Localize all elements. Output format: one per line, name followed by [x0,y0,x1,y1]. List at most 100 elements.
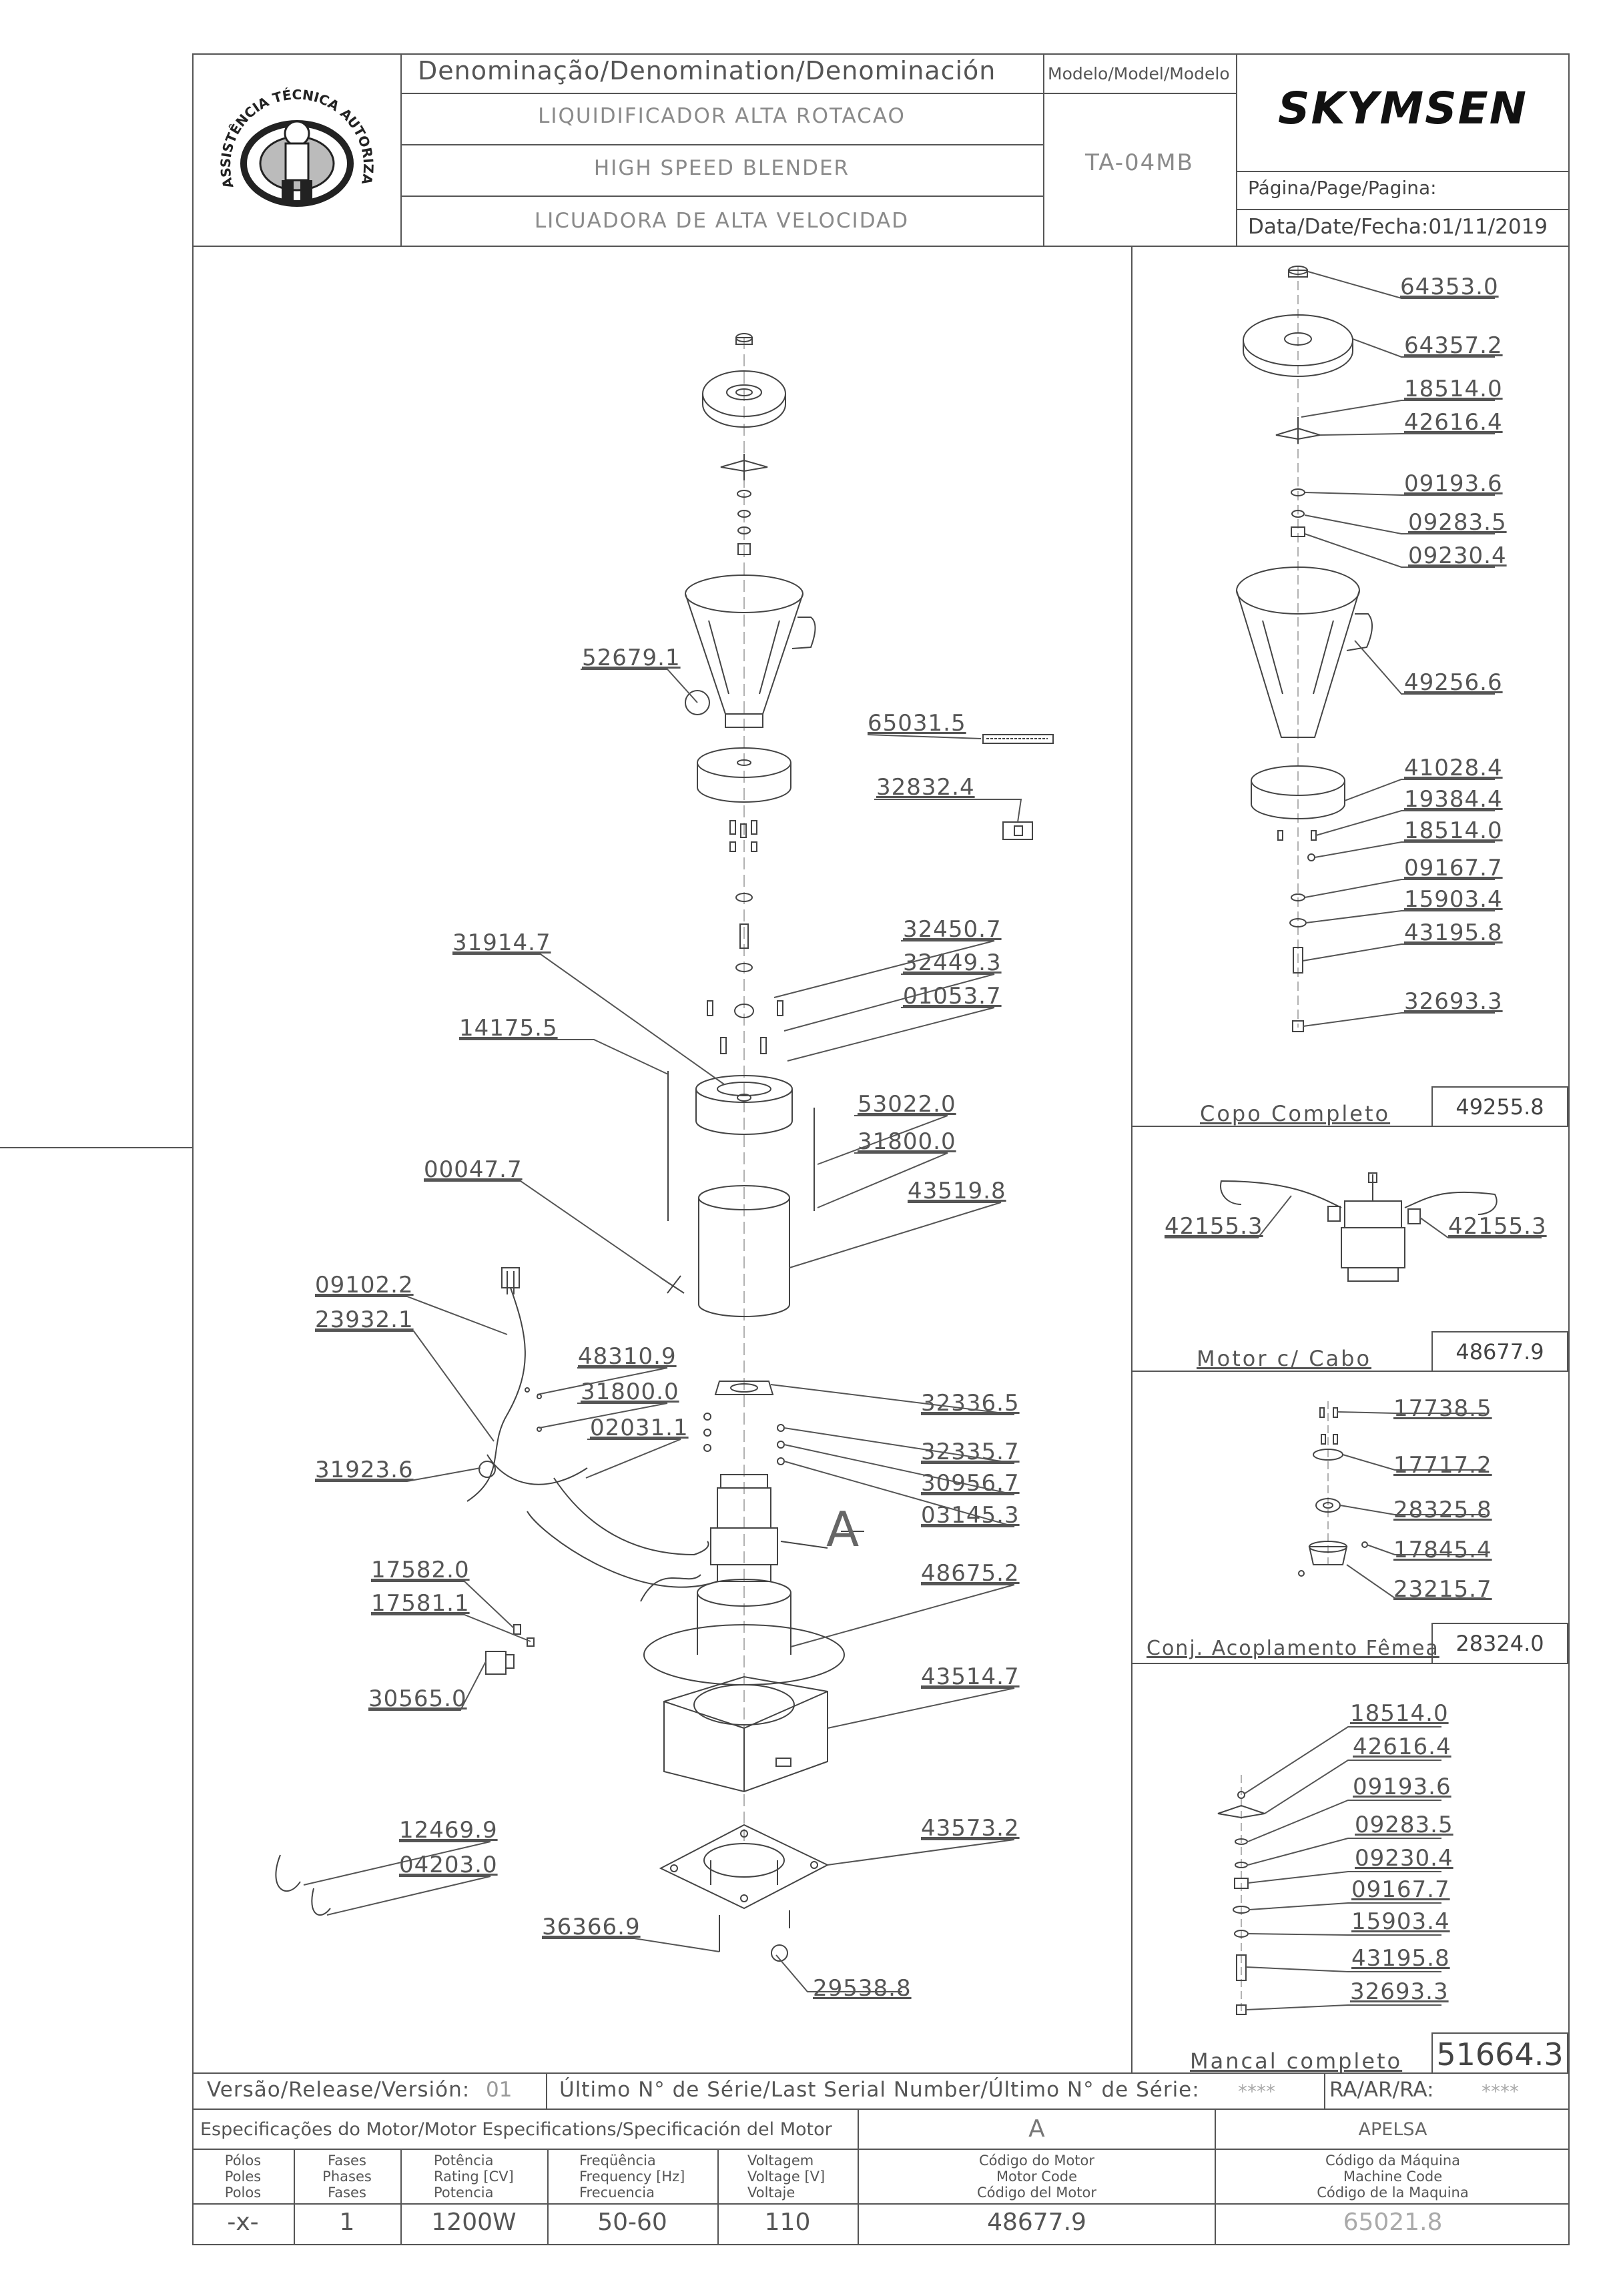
part-label: 01053.7 [903,983,1002,1010]
part-label: 00047.7 [424,1156,523,1183]
motor-drawing [710,1474,864,1582]
col-poles-es: Polos [224,2185,262,2201]
motor-title: Motor c/ Cabo [1197,1346,1372,1371]
coupling-title: Conj. Acoplamento Fêmea [1147,1637,1439,1660]
coupling-part-label: 23215.7 [1393,1576,1492,1603]
part-label: 29538.8 [813,1975,912,2002]
part-label: 65031.5 [868,710,966,737]
part-label: 09102.2 [315,1272,414,1298]
motor-spec-apelsa: APELSA [1358,2119,1427,2140]
name-pt: LIQUIDIFICADOR ALTA ROTACAO [538,104,906,128]
header-hline-2 [400,144,1043,145]
col-machine-code-es: Código de la Maquina [1317,2185,1469,2201]
col-volt-es: Voltaje [747,2185,795,2201]
part-label: 32336.5 [921,1390,1020,1417]
mancal-part-label: 18514.0 [1350,1700,1449,1727]
cup-drawing [685,575,816,728]
version-label: Versão/Release/Versión: [207,2078,470,2102]
brand-logo: SKYMSEN [1277,83,1528,134]
part-label: 43519.8 [908,1178,1006,1204]
lid-drawing [702,370,786,428]
copo-code-box [1431,1086,1568,1126]
header-vline-2 [1043,53,1044,247]
marker-a-label: A [826,1501,860,1557]
switch-parts-drawing [485,1624,535,1675]
base-housing-drawing [663,1675,828,1793]
copo-code: 49255.8 [1455,1094,1544,1120]
col-motor-code-es: Código del Motor [977,2185,1096,2201]
part-label: 48310.9 [578,1343,677,1370]
date-label: Data/Date/Fecha: [1248,215,1429,239]
version-value: 01 [486,2078,513,2102]
part-label: 02031.1 [590,1415,689,1441]
copo-part-label: 18514.0 [1404,817,1503,844]
motor-cable-label-right: 42155.3 [1448,1213,1547,1240]
col-motor-code-pt: Código do Motor [978,2153,1095,2169]
col-machine-code-en: Machine Code [1343,2169,1443,2185]
header-hline-5 [1236,209,1570,210]
copo-part-label: 09193.6 [1404,470,1503,497]
part-label: 31800.0 [858,1128,956,1155]
motor-bottom-line [1131,1371,1570,1372]
date-value: 01/11/2019 [1428,215,1548,239]
copo-part-label: 09283.5 [1408,509,1507,536]
denomination-label: Denominação/Denomination/Denominación [418,56,996,85]
coupling-part-label: 28325.8 [1393,1497,1492,1523]
coupling-part-label: 17717.2 [1393,1452,1492,1479]
col-poles-pt: Pólos [224,2153,262,2169]
part-label: 23932.1 [315,1306,414,1333]
part-label: 52679.1 [582,645,681,671]
copo-part-label: 41028.4 [1404,755,1503,781]
footer-vline-b [1324,2072,1325,2110]
part-label: 30956.7 [921,1470,1020,1497]
col-volt-en: Voltage [V] [747,2169,826,2185]
motor-cable-label-left: 42155.3 [1165,1213,1263,1240]
col-volt-pt: Voltagem [747,2153,814,2169]
col-freq-pt: Freqüência [579,2153,656,2169]
mancal-part-label: 09230.4 [1355,1845,1453,1872]
copo-title: Copo Completo [1200,1101,1391,1126]
footer-vline-f [400,2149,402,2245]
ra-value: **** [1482,2080,1519,2102]
col-motor-code: Código do Motor Motor Code Código del Mo… [859,2153,1215,2201]
motor-spec-label: Especificações do Motor/Motor Especifica… [200,2119,832,2140]
page-label: Página/Page/Pagina: [1248,177,1437,199]
power-cord-drawing [466,1267,718,1602]
copo-part-label: 49256.6 [1404,669,1503,696]
mancal-code-box [1431,2032,1568,2074]
coupling-part-label: 17738.5 [1393,1395,1492,1422]
mancal-part-label: 32693.3 [1350,1978,1449,2005]
val-machine-code: 65021.8 [1343,2209,1443,2236]
part-label: 14175.5 [459,1015,558,1042]
part-label: 53022.0 [858,1091,956,1118]
copo-part-label: 15903.4 [1404,886,1503,913]
col-freq-es: Frecuencia [579,2185,655,2201]
cup-base-drawing [697,747,791,803]
part-label: 32335.7 [921,1439,1020,1465]
header-vline-1 [400,53,402,247]
footer-vline-e [294,2149,295,2245]
col-machine-code-pt: Código da Máquina [1325,2153,1461,2169]
header-hline-3 [400,196,1043,197]
col-power-pt: Potência [434,2153,494,2169]
footer-vline-a [546,2072,547,2110]
ra-label: RA/AR/RA: [1329,2078,1434,2102]
col-power: Potência Rating [CV] Potencia [434,2153,514,2201]
copo-bottom-line [1131,1126,1570,1127]
mancal-part-label: 42616.4 [1353,1734,1451,1760]
part-label: 17581.1 [371,1590,470,1617]
header-bottom-line [192,246,1570,247]
authorized-service-logo: ASSISTÊNCIA TÉCNICA AUTORIZADA [202,61,387,234]
copo-part-label: 64353.0 [1400,274,1499,300]
name-en: HIGH SPEED BLENDER [593,156,850,180]
part-label: 12469.9 [399,1817,498,1844]
col-power-en: Rating [CV] [434,2169,514,2185]
val-volt: 110 [764,2209,811,2236]
mancal-part-label: 09283.5 [1355,1812,1453,1838]
header-hline-1 [400,93,1236,94]
coupling-drawing [714,1381,774,1395]
mancal-part-label: 09193.6 [1353,1774,1451,1800]
drawing-border [192,53,1570,2245]
name-es: LICUADORA DE ALTA VELOCIDAD [534,209,910,233]
blade-drawing [720,454,768,555]
